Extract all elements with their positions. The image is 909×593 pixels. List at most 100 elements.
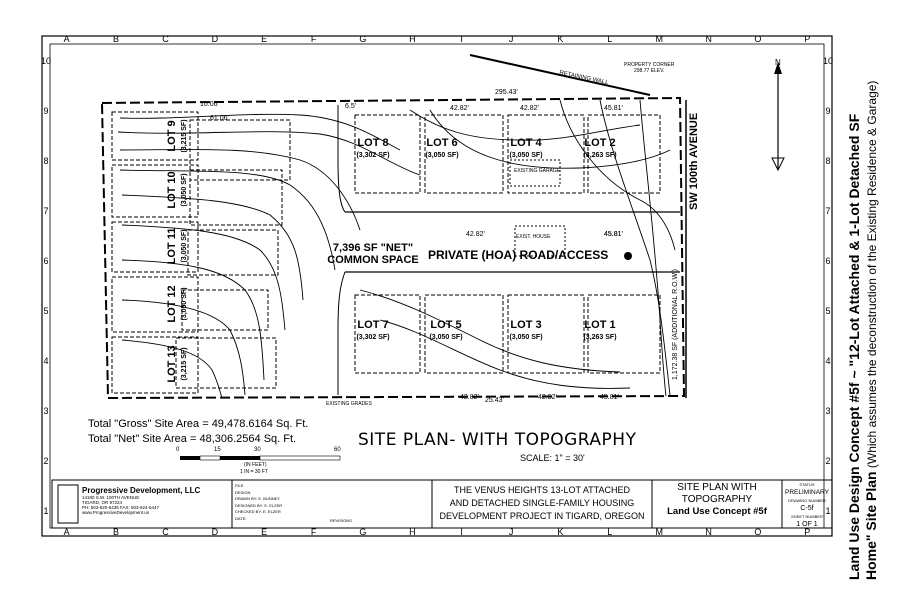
retaining-wall-line <box>469 54 651 96</box>
grid-row-label: 8 <box>825 156 830 166</box>
dimension-label: 61.06' <box>210 115 229 122</box>
dimension-label: 42.82' <box>466 231 485 238</box>
grid-col-label: N <box>705 34 712 44</box>
company-name: Progressive Development, LLC <box>82 486 201 495</box>
lot-label-lot9: LOT 9(3,215 SF) <box>166 119 188 152</box>
file-row: DATE: <box>235 515 247 521</box>
lot-outline-12 <box>111 276 199 333</box>
dimension-label: 45.81' <box>604 105 623 112</box>
lot-name: LOT 7 <box>357 319 388 331</box>
dimension-label: 45.81' <box>600 394 619 401</box>
net-area-label: Total "Net" Site Area = <box>88 433 197 445</box>
scale-tick: 60 <box>334 447 341 453</box>
grid-col-label: B <box>113 34 119 44</box>
lot-name: LOT 1 <box>584 319 615 331</box>
lot-building-13 <box>175 337 277 389</box>
side-title-line2: Home" Site Plan <box>863 471 879 580</box>
lot-area: (3,050 SF) <box>181 173 188 206</box>
lot-label-lot12: LOT 12(3,050 SF) <box>166 285 188 322</box>
lot-name: LOT 6 <box>426 137 457 149</box>
file-row: DRAWN BY: E. BUNNEY <box>235 496 280 501</box>
lot-name: LOT 9 <box>166 120 178 151</box>
grid-col-label: L <box>607 34 612 44</box>
sheet-number-label: SHEET NUMBER <box>791 514 823 519</box>
company-address2: TIGARD, OR 97224 <box>82 500 123 505</box>
dimension-label: 45.81' <box>604 231 623 238</box>
existing-garage-label: EXISTING GARAGE <box>514 168 561 174</box>
grid-col-label: M <box>655 34 663 44</box>
contour-line <box>121 259 265 381</box>
gross-area-value: 49,478.6164 Sq. Ft. <box>211 418 309 430</box>
grid-col-label: G <box>359 34 366 44</box>
lot-area: (3,050 SF) <box>181 287 188 320</box>
lot-area: (3,215 SF) <box>181 347 188 380</box>
contour-line <box>119 113 401 151</box>
grid-row-label: 5 <box>43 306 48 316</box>
lot-building-9 <box>189 119 291 181</box>
lot-label-lot1: LOT 1 (3,263 SF) <box>583 319 616 341</box>
lot-name: LOT 13 <box>166 345 178 382</box>
revisions-label: REVISIONS <box>330 518 352 523</box>
grid-col-label: B <box>113 527 119 537</box>
existing-house-outline <box>514 225 566 257</box>
property-corner-label: PROPERTY CORNER 298.77 ELEV. <box>624 62 674 74</box>
grid-row-label: 3 <box>43 406 48 416</box>
lot-name: LOT 12 <box>166 285 178 322</box>
company-address1: 14180 S.W. 100TH AVENUE <box>82 495 140 500</box>
grid-col-label: I <box>460 527 463 537</box>
lot-area: (3,050 SF) <box>509 152 542 159</box>
grid-col-label: A <box>64 34 70 44</box>
scale-tick: 0 <box>176 447 180 453</box>
lot-lines <box>111 111 661 394</box>
existing-garage-outline <box>509 159 561 187</box>
net-area-value: 48,306.2564 Sq. Ft. <box>199 433 297 445</box>
lot-label-lot8: LOT 8(3,302 SF) <box>356 137 389 159</box>
sheet-title-line2: TOPOGRAPHY <box>681 494 753 505</box>
dimension-label: 42.82' <box>538 394 557 401</box>
status-value: PRELIMINARY <box>785 489 829 496</box>
grid-col-label: O <box>754 527 761 537</box>
road-curve <box>337 105 346 213</box>
existing-grades-label: EXISTING GRADES <box>326 401 372 407</box>
grid-row-label: 5 <box>825 306 830 316</box>
project-description: THE VENUS HEIGHTS 13-LOT ATTACHED AND DE… <box>434 484 650 523</box>
company-block: Progressive Development, LLC 14180 S.W. … <box>82 486 200 515</box>
contour-line <box>599 99 671 396</box>
gross-area: Total "Gross" Site Area = 49,478.6164 Sq… <box>88 418 308 430</box>
grid-col-label: D <box>212 34 219 44</box>
lot-area: (3,263 SF) <box>583 334 616 341</box>
grid-col-label: C <box>162 527 169 537</box>
grid-row-label: 8 <box>43 156 48 166</box>
lot-outline-6 <box>424 114 504 194</box>
lot-label-lot11: LOT 11(3,050 SF) <box>166 228 188 265</box>
lot-area: (3,302 SF) <box>356 152 389 159</box>
existing-house-label: EXIST. HOUSE <box>516 234 551 240</box>
grid-col-label: A <box>64 527 70 537</box>
grid-col-label: E <box>261 527 267 537</box>
lot-label-lot13: LOT 13(3,215 SF) <box>166 345 188 382</box>
lot-outline-9 <box>111 111 199 161</box>
side-title-note: (Which assumes the deconstruction of the… <box>865 80 879 472</box>
lot-label-lot6: LOT 6 (3,050 SF) <box>425 137 458 159</box>
contour-line <box>117 131 421 176</box>
contour-line <box>121 339 223 399</box>
lot-name: LOT 3 <box>510 319 541 331</box>
status-label: STATUS <box>799 482 815 487</box>
lot-outline-7 <box>354 294 421 374</box>
grid-row-label: 2 <box>825 456 830 466</box>
file-row: CHECKED BY: E. ELZER <box>235 509 281 514</box>
grid-row-label: 6 <box>43 256 48 266</box>
sheet-number: 1 OF 1 <box>796 521 818 528</box>
grid-col-label: N <box>705 527 712 537</box>
dimension-label: 42.82' <box>450 105 469 112</box>
road-curve <box>337 271 346 395</box>
lot-outline-3 <box>507 294 585 374</box>
grid-col-label: G <box>359 527 366 537</box>
grid-col-label: D <box>212 527 219 537</box>
grid-col-label: F <box>311 34 317 44</box>
dimension-label: 295.43' <box>495 89 518 96</box>
lot-area: (3,050 SF) <box>425 152 458 159</box>
grid-row-label: 9 <box>825 106 830 116</box>
